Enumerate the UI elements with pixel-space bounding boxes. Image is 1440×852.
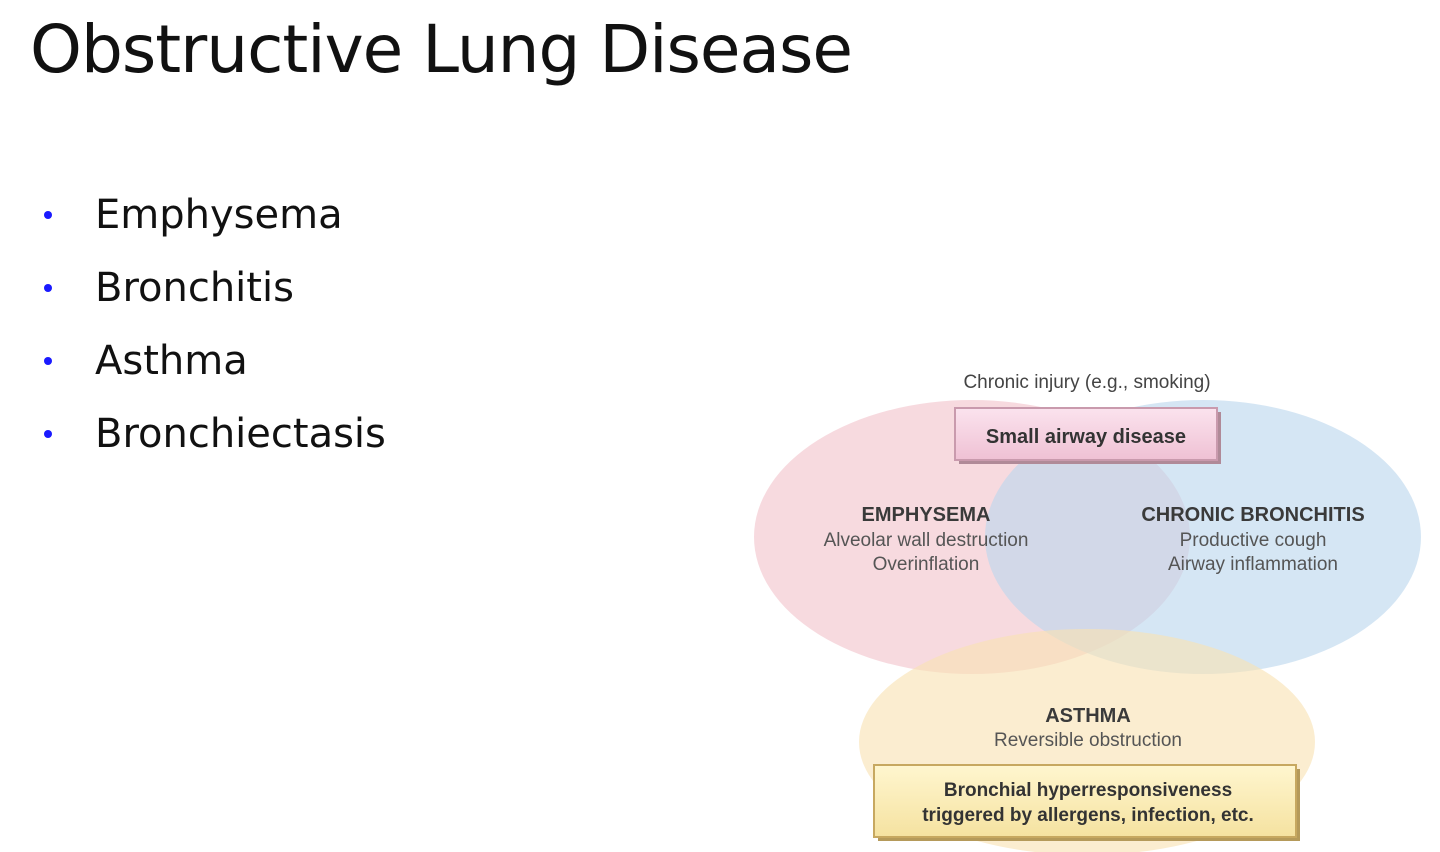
bullet-item: Asthma <box>44 324 386 397</box>
small-airway-label: Small airway disease <box>986 426 1186 448</box>
bullet-item: Bronchitis <box>44 251 386 324</box>
bullet-dot-icon <box>44 356 52 365</box>
bullet-dot-icon <box>44 429 52 438</box>
emphysema-heading: EMPHYSEMA <box>862 504 991 526</box>
hyperresponsiveness-box <box>873 764 1297 838</box>
bullet-item: Emphysema <box>44 178 386 251</box>
chronic-bronchitis-heading: CHRONIC BRONCHITIS <box>1141 504 1364 526</box>
asthma-heading: ASTHMA <box>1045 705 1131 727</box>
bullet-text: Asthma <box>95 337 248 384</box>
asthma-line: Reversible obstruction <box>994 730 1182 751</box>
bullet-dot-icon <box>44 210 52 219</box>
small-airway-box <box>954 407 1218 461</box>
emphysema-line: Overinflation <box>873 554 980 575</box>
slide-title: Obstructive Lung Disease <box>30 11 853 88</box>
chronic-injury-label: Chronic injury (e.g., smoking) <box>963 372 1210 393</box>
chronic-bronchitis-ellipse <box>985 400 1421 674</box>
bullet-item: Bronchiectasis <box>44 397 386 470</box>
bullet-text: Emphysema <box>95 191 343 238</box>
emphysema-line: Alveolar wall destruction <box>824 530 1029 551</box>
hyperresponsiveness-line: Bronchial hyperresponsiveness <box>944 780 1232 801</box>
bullet-text: Bronchitis <box>95 264 294 311</box>
bullet-dot-icon <box>44 283 52 292</box>
bullet-text: Bronchiectasis <box>95 410 386 457</box>
chronic-bronchitis-line: Productive cough <box>1180 530 1327 551</box>
bullet-list: Emphysema Bronchitis Asthma Bronchiectas… <box>44 178 386 470</box>
hyperresponsiveness-line: triggered by allergens, infection, etc. <box>922 805 1254 826</box>
chronic-bronchitis-line: Airway inflammation <box>1168 554 1338 575</box>
